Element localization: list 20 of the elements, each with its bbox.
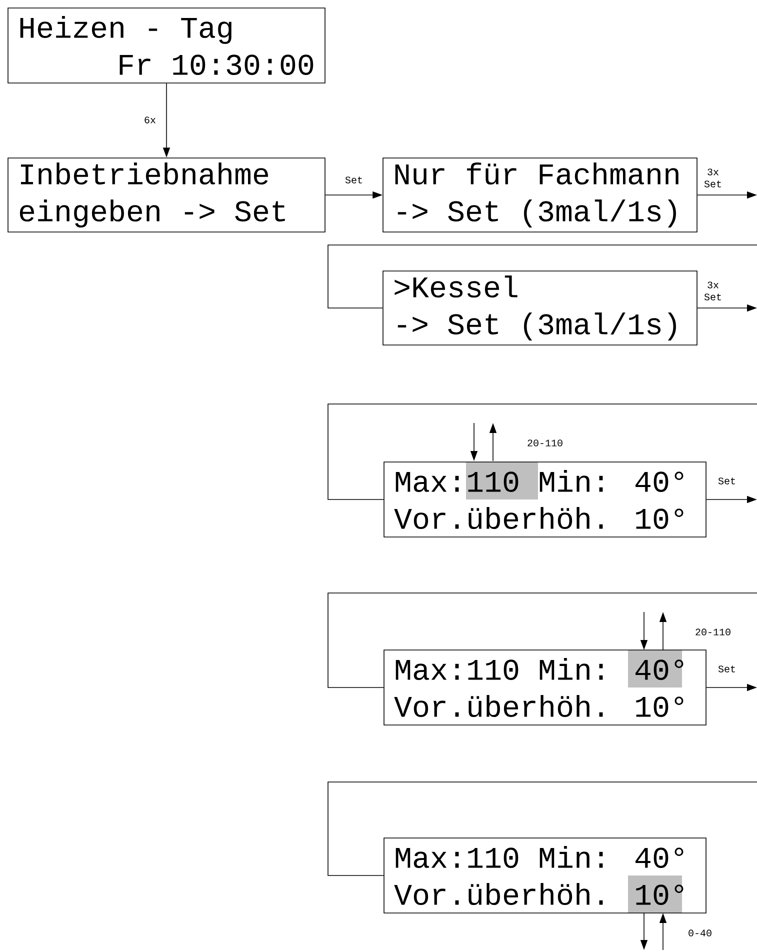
display-box: >Kessel -> Set (3mal/1s) bbox=[382, 270, 698, 346]
return-line bbox=[328, 404, 757, 500]
range-label: 20-110 bbox=[696, 628, 730, 636]
display-box: Max:110 Min: 40° Vor.überhöh. 10° bbox=[384, 462, 706, 538]
edge-label: 6x bbox=[138, 116, 162, 124]
return-line bbox=[328, 782, 757, 876]
edge-label: Set bbox=[715, 664, 740, 674]
display-box: Max:110 Min: 40° Vor.überhöh. 10° bbox=[384, 838, 706, 914]
display-box: Max:110 Min: 40° Vor.überhöh. 10° bbox=[384, 650, 706, 726]
range-label: 0-40 bbox=[688, 930, 712, 936]
edge-label: 3x Set bbox=[701, 168, 725, 188]
edge-label: 3x Set bbox=[701, 280, 725, 302]
display-box: Inbetriebnahme eingeben -> Set bbox=[8, 158, 326, 232]
edge-label: Set bbox=[715, 476, 740, 486]
return-line bbox=[328, 244, 757, 308]
display-box: Heizen - Tag Fr 10:30:00 bbox=[8, 8, 326, 84]
return-line bbox=[328, 592, 757, 688]
edge-label: Set bbox=[342, 176, 366, 184]
range-label: 20-110 bbox=[528, 440, 562, 446]
display-box: Nur für Fachmann -> Set (3mal/1s) bbox=[382, 158, 698, 232]
